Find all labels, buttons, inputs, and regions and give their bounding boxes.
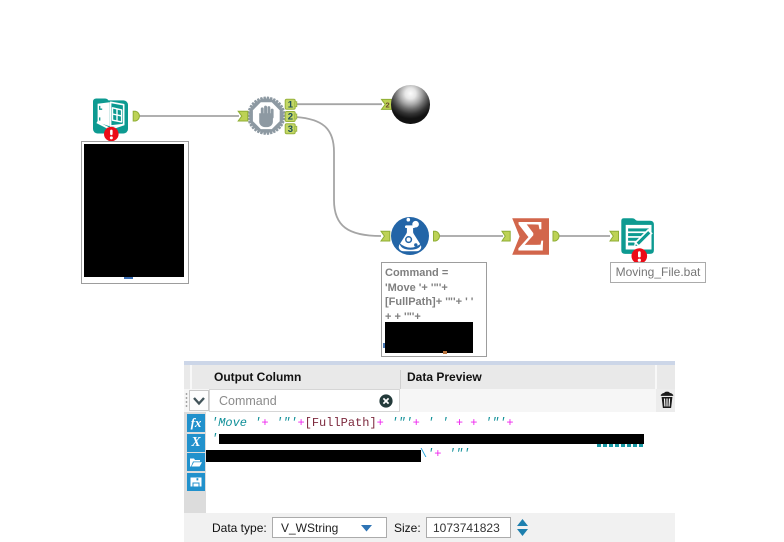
svg-text:2: 2 [288, 112, 293, 123]
svg-text:3: 3 [288, 124, 293, 135]
svg-text:2: 2 [386, 101, 390, 110]
svg-text:Σ: Σ [517, 214, 545, 261]
svg-text:1: 1 [288, 99, 294, 110]
